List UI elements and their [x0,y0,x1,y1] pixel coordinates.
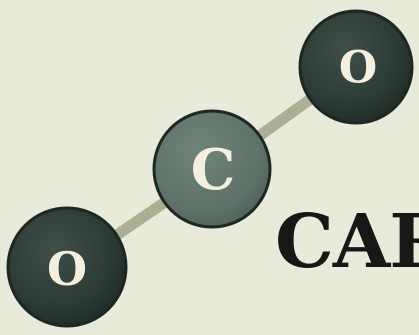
title-text: CAR [275,199,419,285]
atom-label-carbon: C [191,137,236,203]
atom-oxygen-left: O [6,206,128,328]
atom-label-oxygen-right: O [339,43,377,94]
atom-label-oxygen-left: O [47,242,87,296]
atom-oxygen-right: O [298,9,414,125]
atom-carbon-center: C [152,109,272,229]
